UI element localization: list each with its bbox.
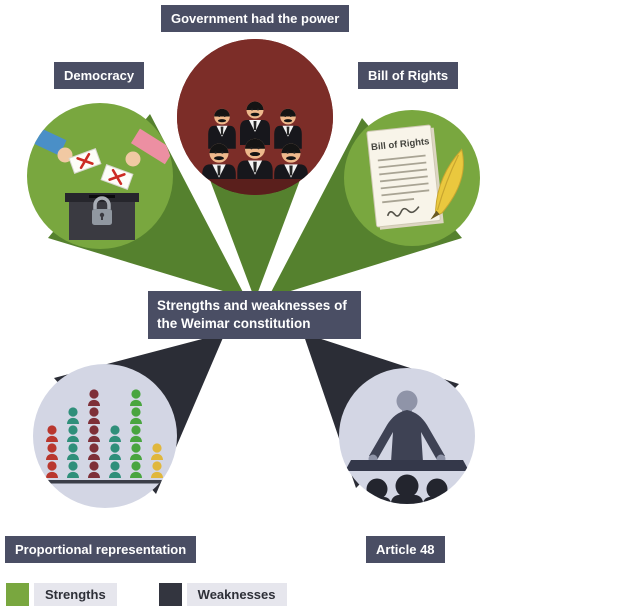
chart-axis: [38, 480, 172, 484]
weaknesses-swatch: [158, 583, 182, 606]
person-icon: [88, 461, 100, 478]
padlock-icon: [92, 196, 112, 225]
strengths-swatch: [6, 583, 29, 606]
person-icon-columns: [46, 389, 163, 478]
person-icon: [109, 425, 121, 442]
ballot-left: [68, 148, 102, 174]
person-icon: [46, 461, 58, 478]
document-lines: [377, 154, 430, 204]
podium-desk: [345, 460, 469, 471]
person-icon: [67, 443, 79, 460]
weaknesses-legend-label: Weaknesses: [186, 583, 287, 606]
ballot-right: [100, 164, 134, 190]
person-icon: [130, 389, 142, 406]
person-icon: [67, 461, 79, 478]
legend: Strengths Weaknesses: [6, 583, 287, 606]
article-48-circle: [339, 368, 475, 504]
government-circle: [177, 39, 333, 195]
person-icon: [88, 443, 100, 460]
diagram-title-line2: the Weimar constitution: [157, 315, 311, 331]
speaker-figure: [368, 390, 446, 464]
person-icon: [67, 407, 79, 424]
democracy-circle: [27, 103, 173, 249]
document-illustration: Bill of Rights: [366, 124, 464, 230]
person-icon: [130, 407, 142, 424]
diagram-title: Strengths and weaknesses of the Weimar c…: [148, 291, 361, 340]
parliament-illustration: [177, 39, 333, 195]
person-icon: [130, 425, 142, 442]
quill-icon: [430, 148, 464, 220]
strengths-legend-label: Strengths: [34, 583, 117, 606]
person-icon: [67, 425, 79, 442]
person-icon: [88, 425, 100, 442]
right-arm: [125, 128, 173, 167]
person-icon: [109, 443, 121, 460]
person-icon: [88, 407, 100, 424]
person-icon: [88, 389, 100, 406]
person-icon: [109, 461, 121, 478]
person-icon: [151, 443, 163, 460]
pictogram-chart: [38, 389, 172, 484]
person-icon: [130, 461, 142, 478]
node-label-bill-of-rights: Bill of Rights: [358, 62, 459, 89]
node-label-article-48: Article 48: [366, 536, 445, 563]
document: Bill of Rights: [366, 124, 444, 230]
node-label-government: Government had the power: [161, 5, 350, 32]
proportional-representation-circle: [33, 364, 177, 508]
person-icon: [151, 461, 163, 478]
diagram-title-line1: Strengths and weaknesses of: [157, 298, 347, 313]
person-icon: [130, 443, 142, 460]
signature: [386, 206, 420, 217]
node-label-proportional-representation: Proportional representation: [5, 536, 197, 563]
person-icon: [46, 425, 58, 442]
node-label-democracy: Democracy: [54, 62, 145, 89]
ballot-box-illustration: [27, 124, 173, 240]
speaker-illustration: [345, 390, 469, 504]
bill-of-rights-circle: Bill of Rights: [344, 110, 480, 246]
person-icon: [46, 443, 58, 460]
